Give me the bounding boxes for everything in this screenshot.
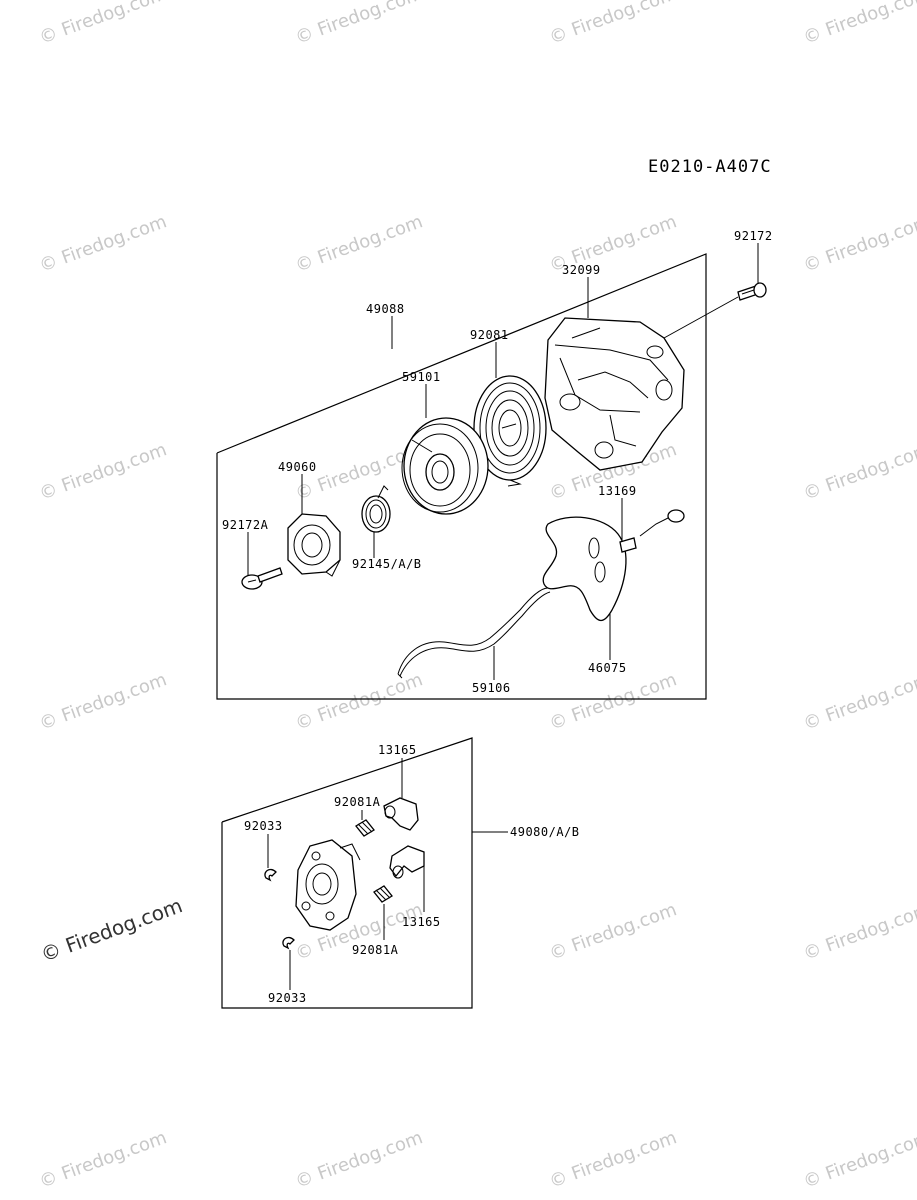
- diagram-code: E0210-A407C: [648, 157, 772, 177]
- part-label-92033-top: 92033: [244, 819, 283, 833]
- starter-case-32099: [544, 317, 685, 471]
- assembly-frame-lower: [221, 737, 473, 1009]
- part-label-92033-bottom: 92033: [268, 991, 307, 1005]
- pawl-13165-lower: [389, 845, 425, 879]
- watermark-prominent: © Firedog.com: [38, 893, 186, 966]
- watermark: © Firedog.com: [801, 211, 917, 277]
- part-label-13165-top: 13165: [378, 743, 417, 757]
- starter-assembly-49088: 92172 32099 49088 92081 59101 49060 1316…: [216, 229, 773, 700]
- part-label-49088: 49088: [366, 302, 405, 316]
- watermark-layer: © Firedog.com © Firedog.com © Firedog.co…: [37, 0, 917, 1193]
- bolt-92172: [737, 282, 767, 301]
- part-label-59106: 59106: [472, 681, 511, 695]
- spring-92081A-upper: [355, 819, 375, 837]
- assembly-frame-upper: [216, 253, 707, 700]
- part-label-92081: 92081: [470, 328, 509, 342]
- bolt-axis-line: [663, 296, 739, 339]
- watermark: © Firedog.com: [547, 669, 680, 735]
- clip-92033-lower: [282, 936, 295, 950]
- part-label-32099: 32099: [562, 263, 601, 277]
- recoil-spring-92081: [473, 375, 547, 487]
- watermark: © Firedog.com: [293, 211, 426, 277]
- part-label-59101: 59101: [402, 370, 441, 384]
- part-label-46075: 46075: [588, 661, 627, 675]
- watermark: © Firedog.com: [37, 211, 170, 277]
- handle-46075: [542, 516, 627, 622]
- watermark: © Firedog.com: [547, 0, 680, 49]
- watermark: © Firedog.com: [293, 0, 426, 49]
- watermark: © Firedog.com: [801, 899, 917, 965]
- watermark: © Firedog.com: [293, 1127, 426, 1193]
- part-label-92172A: 92172A: [222, 518, 269, 532]
- watermark: © Firedog.com: [547, 899, 680, 965]
- part-label-92081A-bottom: 92081A: [352, 943, 399, 957]
- watermark: © Firedog.com: [801, 1127, 917, 1193]
- screw-92172A: [241, 567, 283, 590]
- ratchet-body: [295, 839, 361, 931]
- ratchet-assembly-49080: 13165 92081A 92033 49080/A/B 13165 92081…: [221, 737, 580, 1009]
- part-label-49080AB: 49080/A/B: [510, 825, 580, 839]
- leader-lines-lower: [267, 758, 508, 990]
- clip-92033-upper: [264, 868, 277, 882]
- watermark: © Firedog.com: [547, 1127, 680, 1193]
- watermark: © Firedog.com: [37, 669, 170, 735]
- watermark: © Firedog.com: [293, 669, 426, 735]
- spring-92081A-lower: [373, 885, 393, 903]
- part-label-49060: 49060: [278, 460, 317, 474]
- spring-92145: [361, 485, 391, 533]
- watermark: © Firedog.com: [37, 439, 170, 505]
- watermark: © Firedog.com: [801, 669, 917, 735]
- part-label-13169: 13169: [598, 484, 637, 498]
- part-label-92172: 92172: [734, 229, 773, 243]
- rope-59106: [397, 587, 551, 679]
- leader-lines-upper: [247, 243, 759, 680]
- pawl-13165-upper: [383, 797, 419, 831]
- part-label-13165-bottom: 13165: [402, 915, 441, 929]
- rope-knot-13169: [619, 509, 685, 553]
- pulley-49060: [287, 513, 341, 577]
- reel-59101: [401, 417, 489, 515]
- part-label-92081A-top: 92081A: [334, 795, 381, 809]
- watermark: © Firedog.com: [37, 0, 170, 49]
- watermark: © Firedog.com: [37, 1127, 170, 1193]
- watermark: © Firedog.com: [801, 439, 917, 505]
- watermark: © Firedog.com: [801, 0, 917, 49]
- part-label-92145AB: 92145/A/B: [352, 557, 422, 571]
